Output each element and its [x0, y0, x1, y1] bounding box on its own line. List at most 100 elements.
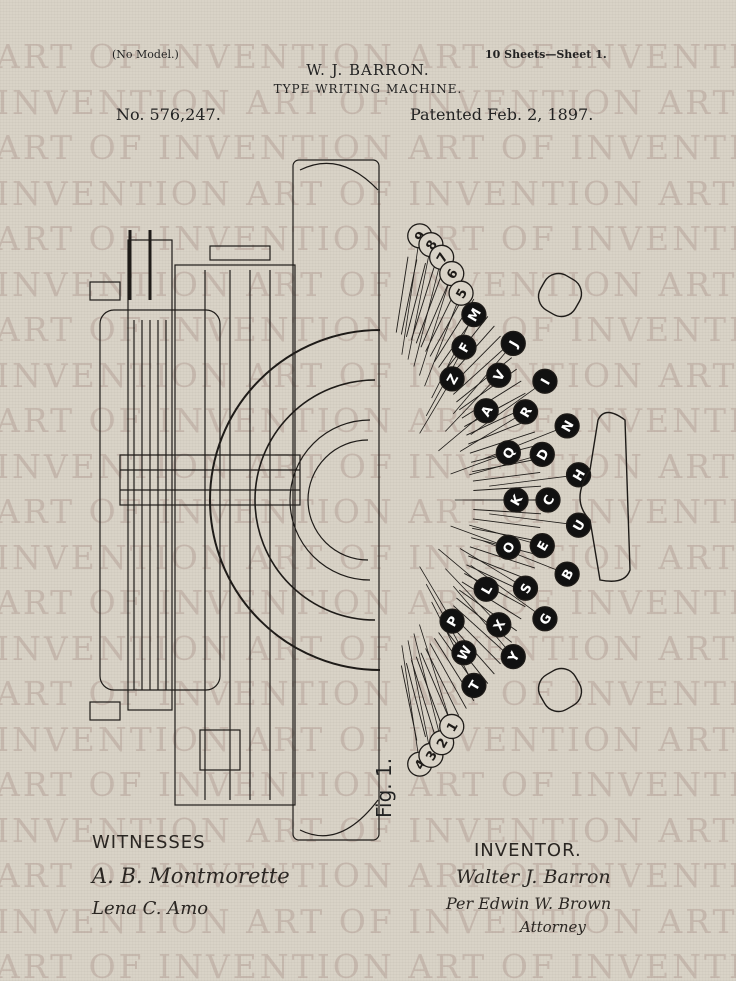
key-lever [445, 374, 500, 432]
key-lever [407, 640, 432, 756]
key-cap [554, 413, 580, 439]
key-cap [512, 399, 539, 425]
key-1: 1 [439, 713, 465, 740]
key-cap [451, 640, 477, 666]
typebar-line [473, 509, 541, 515]
watermark-row: INVENTION ART OF INVENTION ART OF INVENT… [0, 355, 736, 395]
watermark-row: INVENTION ART OF INVENTION ART OF INVENT… [0, 628, 736, 668]
typebar-basket [209, 329, 381, 671]
key-cap [512, 575, 539, 601]
key-5: 5 [448, 280, 474, 306]
shift-key-upper [537, 272, 583, 318]
watermark-row: INVENTION ART OF INVENTION ART OF INVENT… [0, 810, 736, 850]
key-lever [452, 585, 514, 657]
typebar-line [472, 527, 540, 542]
key-o: O [495, 534, 521, 560]
key-lever [419, 273, 453, 376]
key-k: K [503, 487, 529, 513]
main-frame [292, 159, 380, 841]
watermark-row: ART OF INVENTION ART OF INVENTION ART OF… [0, 37, 736, 76]
key-f: F [451, 334, 477, 360]
key-cap [554, 561, 580, 587]
key-lever [401, 645, 421, 765]
platen-roller [99, 309, 221, 691]
key-lever [489, 513, 579, 526]
key-c: C [535, 487, 561, 513]
key-lever [470, 565, 546, 620]
key-cap [486, 612, 512, 638]
watermark-row: ART OF INVENTION ART OF INVENTION ART OF… [0, 856, 736, 895]
witnesses-label: WITNESSES [92, 832, 206, 853]
typebar-line [415, 272, 443, 344]
key-b: B [554, 561, 580, 587]
key-r: R [512, 399, 539, 425]
key-lever [459, 411, 526, 452]
no-model-note: (No Model.) [112, 48, 179, 61]
watermark-row: INVENTION ART OF INVENTION ART OF INVENT… [0, 719, 736, 759]
key-s: S [512, 575, 539, 601]
key-lever [431, 314, 475, 399]
key-cap [495, 534, 521, 560]
key-label: W [455, 644, 475, 664]
figure-label: Fig. 1. [372, 757, 396, 818]
platen-knob-bottom [89, 701, 121, 721]
key-m: M [461, 301, 487, 328]
watermark-row: ART OF INVENTION ART OF INVENTION ART OF… [0, 128, 736, 167]
key-n: N [554, 413, 580, 439]
key-cap [495, 440, 521, 466]
typebar-line [405, 662, 426, 738]
key-cap [500, 643, 526, 670]
key-cap [451, 334, 477, 360]
watermark-row: ART OF INVENTION ART OF INVENTION ART OF… [0, 492, 736, 531]
key-v: V [486, 362, 512, 388]
key-lever [459, 548, 526, 589]
key-cap [461, 672, 487, 699]
key-lever [407, 244, 432, 360]
typebar-line [472, 458, 540, 473]
key-lever [489, 474, 579, 487]
key-cap [486, 362, 512, 388]
key-cap [532, 606, 558, 632]
key-cap [439, 713, 465, 740]
watermark-row: INVENTION ART OF INVENTION ART OF INVENT… [0, 537, 736, 577]
key-lever [424, 293, 462, 387]
key-cap [439, 366, 465, 392]
typebar-line [405, 262, 426, 338]
key-x: X [486, 612, 512, 638]
key-l: L [473, 576, 499, 602]
key-cap [473, 398, 499, 424]
key-y: Y [500, 643, 526, 670]
key-cap [529, 533, 555, 559]
watermark-row: ART OF INVENTION ART OF INVENTION ART OF… [0, 583, 736, 622]
key-z: Z [439, 366, 465, 392]
key-lever [470, 380, 546, 435]
witness-2-signature: Lena C. Amo [92, 898, 209, 919]
watermark-row: INVENTION ART OF INVENTION ART OF INVENT… [0, 901, 736, 941]
inventor-signature: Walter J. Barron [456, 866, 611, 888]
platen-knob-top [89, 281, 121, 301]
watermark-row: INVENTION ART OF INVENTION ART OF INVENT… [0, 82, 736, 122]
key-lever [413, 257, 443, 367]
typebar-line [472, 472, 541, 482]
key-cap [448, 280, 474, 306]
watermark-row: ART OF INVENTION ART OF INVENTION ART OF… [0, 674, 736, 713]
typebar-line [410, 267, 435, 340]
patent-date: Patented Feb. 2, 1897. [410, 105, 594, 124]
watermark-row: ART OF INVENTION ART OF INVENTION ART OF… [0, 219, 736, 258]
key-j: J [500, 330, 526, 357]
typebar-line [429, 643, 467, 709]
typebar-line [420, 652, 452, 723]
sheet-count: 10 Sheets—Sheet 1. [485, 48, 607, 61]
key-i: I [532, 368, 558, 394]
key-cap [500, 330, 526, 357]
watermark-row: INVENTION ART OF INVENTION ART OF INVENT… [0, 173, 736, 213]
patent-title: TYPE WRITING MACHINE. [273, 82, 463, 96]
typebar-line [472, 518, 541, 528]
key-p: P [439, 608, 465, 634]
key-lever [413, 633, 443, 743]
key-lever [419, 624, 453, 727]
inventor-name: W. J. BARRON. [306, 61, 430, 79]
typebar-line [473, 485, 541, 491]
attorney-line: Per Edwin W. Brown [446, 894, 612, 913]
